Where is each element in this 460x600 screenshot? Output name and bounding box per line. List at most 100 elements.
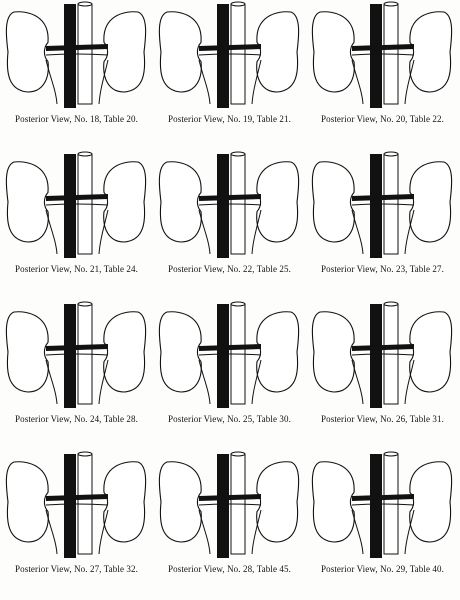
vena-cava bbox=[217, 154, 229, 258]
renal-veins bbox=[199, 194, 261, 201]
left-kidney bbox=[5, 11, 49, 93]
renal-arteries bbox=[45, 503, 109, 506]
figure-caption: Posterior View, No. 19, Table 21. bbox=[168, 114, 291, 124]
left-kidney bbox=[158, 161, 202, 243]
left-kidney bbox=[5, 461, 49, 543]
aorta-opening bbox=[230, 301, 246, 307]
aorta-opening bbox=[383, 1, 399, 7]
right-ureter bbox=[404, 509, 415, 555]
kidney-figure: Posterior View, No. 26, Table 31. bbox=[306, 300, 459, 445]
renal-veins bbox=[352, 194, 414, 201]
renal-veins bbox=[352, 344, 414, 351]
right-ureter bbox=[98, 359, 109, 405]
right-kidney bbox=[103, 161, 147, 243]
kidney-figure: Posterior View, No. 22, Table 25. bbox=[153, 150, 306, 295]
vena-cava bbox=[64, 154, 76, 258]
kidney-figure: Posterior View, No. 27, Table 32. bbox=[0, 450, 153, 595]
left-kidney bbox=[5, 161, 49, 243]
renal-veins bbox=[46, 494, 108, 501]
vena-cava bbox=[217, 4, 229, 108]
right-kidney bbox=[256, 311, 300, 393]
renal-arteries bbox=[198, 203, 262, 206]
figure-caption: Posterior View, No. 21, Table 24. bbox=[15, 264, 138, 274]
kidney-drawing bbox=[311, 451, 453, 558]
figure-caption: Posterior View, No. 27, Table 32. bbox=[15, 564, 138, 574]
renal-veins bbox=[46, 44, 108, 51]
vena-cava bbox=[217, 454, 229, 558]
kidney-figure: Posterior View, No. 19, Table 21. bbox=[153, 0, 306, 145]
aorta-opening bbox=[77, 451, 93, 457]
renal-arteries bbox=[351, 353, 415, 356]
aorta-opening bbox=[77, 301, 93, 307]
right-kidney bbox=[256, 461, 300, 543]
kidney-figure: Posterior View, No. 25, Table 30. bbox=[153, 300, 306, 445]
kidney-figure: Posterior View, No. 18, Table 20. bbox=[0, 0, 153, 145]
right-ureter bbox=[251, 509, 262, 555]
left-ureter bbox=[351, 509, 364, 555]
left-ureter bbox=[198, 59, 211, 105]
renal-arteries bbox=[45, 53, 109, 56]
right-ureter bbox=[251, 209, 262, 255]
kidney-drawing bbox=[5, 301, 147, 408]
aorta-opening bbox=[77, 1, 93, 7]
right-kidney bbox=[103, 311, 147, 393]
left-kidney bbox=[5, 311, 49, 393]
kidney-drawing bbox=[311, 301, 453, 408]
left-ureter bbox=[45, 359, 58, 405]
kidney-figure: Posterior View, No. 28, Table 45. bbox=[153, 450, 306, 595]
left-ureter bbox=[198, 209, 211, 255]
renal-arteries bbox=[198, 53, 262, 56]
renal-veins bbox=[46, 194, 108, 201]
right-ureter bbox=[251, 59, 262, 105]
figure-caption: Posterior View, No. 26, Table 31. bbox=[321, 414, 444, 424]
renal-arteries bbox=[198, 353, 262, 356]
kidney-drawing bbox=[158, 451, 300, 558]
left-ureter bbox=[45, 209, 58, 255]
aorta-opening bbox=[77, 151, 93, 157]
figure-caption: Posterior View, No. 18, Table 20. bbox=[15, 114, 138, 124]
right-ureter bbox=[98, 209, 109, 255]
renal-veins bbox=[199, 344, 261, 351]
renal-veins bbox=[46, 344, 108, 351]
left-ureter bbox=[198, 509, 211, 555]
kidney-drawing bbox=[311, 1, 453, 108]
renal-arteries bbox=[198, 503, 262, 506]
figure-caption: Posterior View, No. 28, Table 45. bbox=[168, 564, 291, 574]
right-kidney bbox=[103, 461, 147, 543]
right-kidney bbox=[409, 311, 453, 393]
right-ureter bbox=[404, 59, 415, 105]
right-ureter bbox=[251, 359, 262, 405]
left-kidney bbox=[311, 461, 355, 543]
left-ureter bbox=[45, 509, 58, 555]
left-kidney bbox=[158, 11, 202, 93]
vena-cava bbox=[217, 304, 229, 408]
right-ureter bbox=[98, 509, 109, 555]
kidney-figure: Posterior View, No. 29, Table 40. bbox=[306, 450, 459, 595]
aorta-opening bbox=[230, 451, 246, 457]
vena-cava bbox=[370, 4, 382, 108]
left-ureter bbox=[198, 359, 211, 405]
renal-arteries bbox=[351, 203, 415, 206]
right-kidney bbox=[103, 11, 147, 93]
kidney-drawing bbox=[158, 301, 300, 408]
kidney-drawing bbox=[5, 451, 147, 558]
aorta-opening bbox=[230, 1, 246, 7]
renal-arteries bbox=[351, 503, 415, 506]
figure-caption: Posterior View, No. 23, Table 27. bbox=[321, 264, 444, 274]
aorta-opening bbox=[383, 301, 399, 307]
kidney-figure: Posterior View, No. 24, Table 28. bbox=[0, 300, 153, 445]
right-kidney bbox=[409, 461, 453, 543]
kidney-figure: Posterior View, No. 20, Table 22. bbox=[306, 0, 459, 145]
right-ureter bbox=[404, 209, 415, 255]
kidney-drawing bbox=[5, 151, 147, 258]
left-kidney bbox=[311, 311, 355, 393]
left-ureter bbox=[351, 209, 364, 255]
left-ureter bbox=[351, 59, 364, 105]
vena-cava bbox=[370, 304, 382, 408]
kidney-drawing bbox=[5, 1, 147, 108]
aorta-opening bbox=[383, 451, 399, 457]
right-ureter bbox=[404, 359, 415, 405]
vena-cava bbox=[64, 4, 76, 108]
vena-cava bbox=[370, 154, 382, 258]
